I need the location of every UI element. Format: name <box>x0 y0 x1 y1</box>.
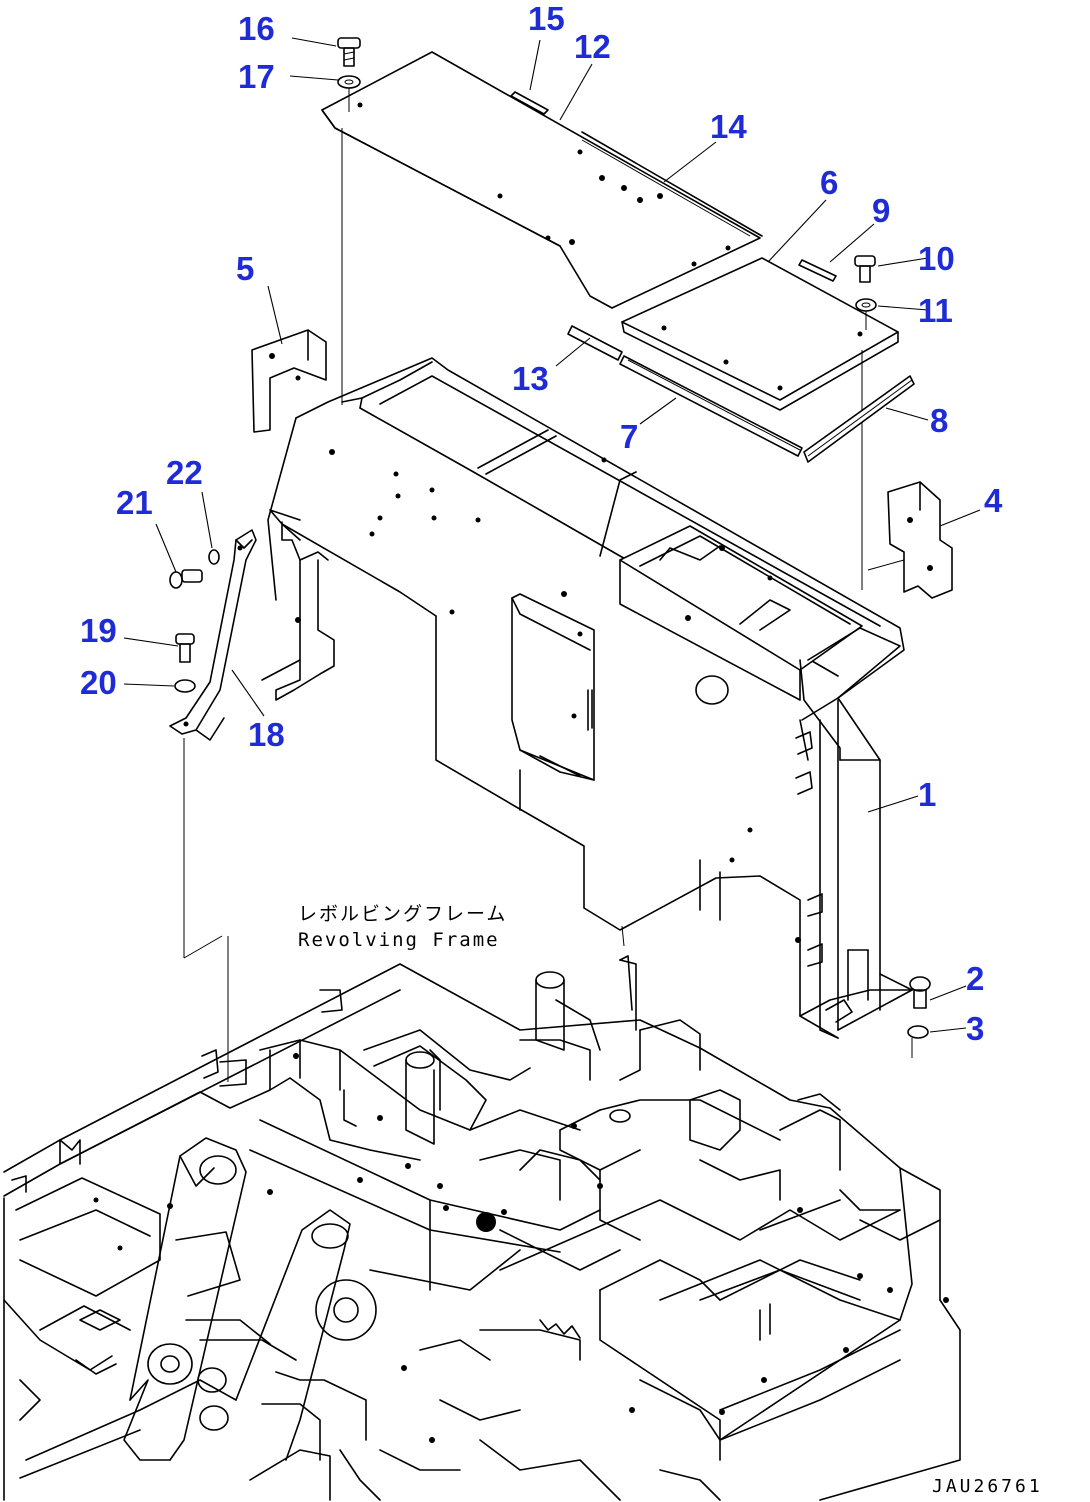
callout-16: 16 <box>238 10 275 47</box>
top-cover-plate <box>321 51 763 309</box>
strip-9 <box>798 259 837 282</box>
washer-17 <box>337 75 361 89</box>
callout-18: 18 <box>248 716 285 753</box>
brace-18 <box>169 529 257 741</box>
callout-14: 14 <box>710 108 747 145</box>
washer-20 <box>174 679 196 693</box>
frame-label-en: Revolving Frame <box>298 929 500 951</box>
frame-label-jp: レボルビングフレーム <box>298 903 507 925</box>
main-partition-panel <box>261 357 913 1039</box>
callout-5: 5 <box>236 250 254 287</box>
small-cover-plate <box>621 257 899 411</box>
callout-8: 8 <box>930 402 948 439</box>
washer-22 <box>208 549 220 565</box>
bolt-19 <box>175 633 195 663</box>
bolt-2 <box>909 976 931 1009</box>
callout-19: 19 <box>80 612 117 649</box>
callout-10: 10 <box>918 240 955 277</box>
callout-1: 1 <box>918 776 936 813</box>
callout-20: 20 <box>80 664 117 701</box>
washer-3 <box>907 1025 929 1039</box>
callout-4: 4 <box>984 482 1003 519</box>
bolt-21 <box>169 569 203 589</box>
bolt-10 <box>854 255 876 283</box>
callout-3: 3 <box>966 1010 984 1047</box>
callout-2: 2 <box>966 960 984 997</box>
callout-12: 12 <box>574 28 611 65</box>
callout-13: 13 <box>512 360 549 397</box>
callout-21: 21 <box>116 484 153 521</box>
rail-13 <box>567 325 623 361</box>
washer-11 <box>855 298 877 312</box>
callout-15: 15 <box>528 0 565 37</box>
callout-22: 22 <box>166 454 203 491</box>
bolt-16 <box>337 37 361 67</box>
callout-7: 7 <box>620 418 638 455</box>
callout-labels: 16 17 15 12 14 6 9 10 11 5 13 7 8 4 1 2 … <box>80 0 1003 1047</box>
bracket-5 <box>251 329 327 433</box>
callout-9: 9 <box>872 192 890 229</box>
callout-11: 11 <box>918 292 953 329</box>
leader-lines <box>123 37 981 1033</box>
callout-17: 17 <box>238 58 275 95</box>
drawing-code: JAU26761 <box>932 1476 1043 1497</box>
callout-6: 6 <box>820 164 838 201</box>
bracket-4 <box>887 481 953 599</box>
revolving-frame <box>3 955 961 1501</box>
rail-7 <box>619 355 803 457</box>
